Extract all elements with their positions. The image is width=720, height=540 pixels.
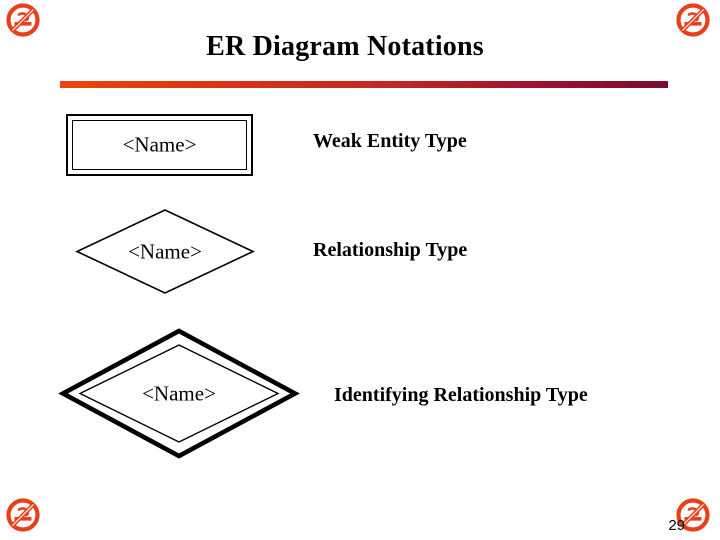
relationship-shape-label: <Name> [128, 239, 202, 263]
no-smoking-icon [676, 3, 710, 37]
weak-entity-inner-border [72, 120, 247, 170]
no-smoking-icon [6, 3, 40, 37]
weak-entity-shape: <Name> [66, 114, 253, 176]
identifying-relationship-shape: <Name> [58, 328, 300, 459]
title-divider [60, 81, 668, 88]
identifying-relationship-type-label: Identifying Relationship Type [334, 384, 588, 406]
identifying-relationship-shape-label: <Name> [142, 381, 216, 405]
page-number: 29 [668, 517, 685, 534]
weak-entity-shape-label: <Name> [122, 132, 197, 157]
identifying-inner-diamond [78, 344, 280, 443]
relationship-shape: <Name> [75, 209, 255, 294]
no-smoking-icon [676, 498, 710, 532]
relationship-type-label: Relationship Type [313, 239, 468, 261]
weak-entity-type-label: Weak Entity Type [313, 130, 467, 152]
page-title: ER Diagram Notations [206, 31, 484, 62]
no-smoking-icon [6, 498, 40, 532]
